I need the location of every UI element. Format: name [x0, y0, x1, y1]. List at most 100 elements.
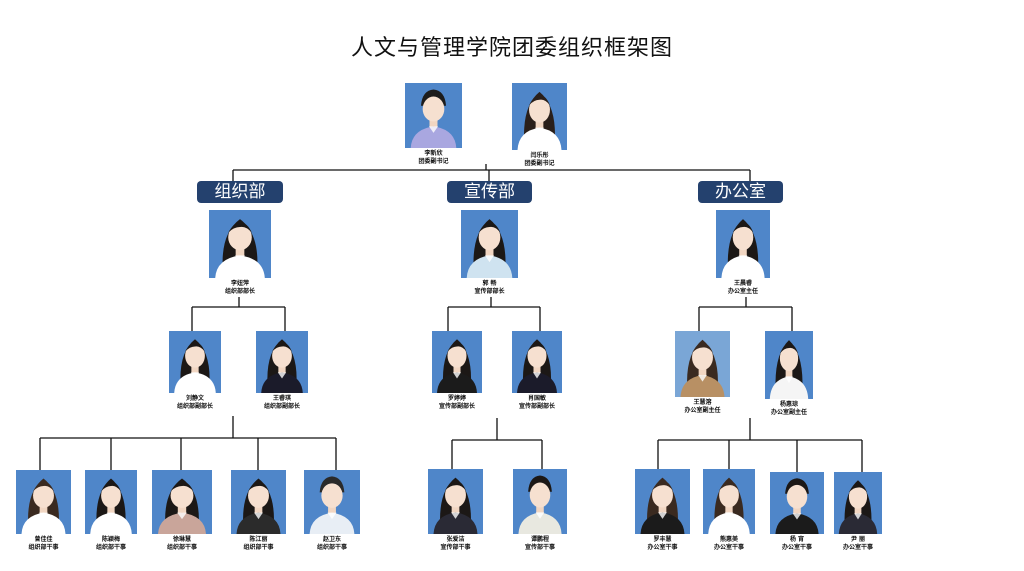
- person-name: 尹 丽: [850, 536, 866, 543]
- portrait-photo: [405, 83, 462, 148]
- person-name: 张爱洁: [446, 536, 465, 543]
- portrait-photo: [461, 210, 518, 278]
- person-role: 组织部部长: [224, 288, 255, 295]
- person-role: 办公室干事: [647, 544, 678, 551]
- person-caption: 尹 丽办公室干事: [814, 536, 902, 552]
- person-caption: 肖国敏宣传部副部长: [492, 395, 582, 411]
- portrait-photo: [834, 472, 882, 534]
- person-caption: 张爱洁宣传部干事: [408, 536, 503, 552]
- person-role: 宣传部部长: [474, 288, 505, 295]
- person-name: 李妞萍: [230, 280, 249, 287]
- person-name: 刘静文: [185, 395, 204, 402]
- person-name: 陈江丽: [249, 536, 268, 543]
- portrait-photo: [716, 210, 770, 278]
- person-role: 团委副书记: [524, 160, 555, 167]
- portrait-photo: [85, 470, 137, 534]
- person-name: 王慧溶: [693, 399, 712, 406]
- person-name: 陈颖梅: [101, 536, 120, 543]
- person-role: 办公室干事: [781, 544, 812, 551]
- person-caption: 李妞萍组织部部长: [189, 280, 291, 296]
- portrait-photo: [513, 469, 567, 534]
- department-label-2: 宣传部: [447, 181, 532, 203]
- person-role: 组织部干事: [166, 544, 197, 551]
- person-name: 杨 宵: [789, 536, 805, 543]
- person-caption: 陈颖梅组织部干事: [65, 536, 157, 552]
- person-name: 王睿琪: [272, 395, 291, 402]
- person-name: 李新欣: [424, 150, 443, 157]
- department-label-1: 组织部: [197, 181, 283, 203]
- person-caption: 闫乐彤团委副书记: [492, 152, 587, 168]
- person-role: 办公室干事: [842, 544, 873, 551]
- connector-zuzhi-vice: [191, 297, 286, 331]
- person-caption: 赵卫东组织部干事: [284, 536, 380, 552]
- person-caption: 王慧溶办公室副主任: [655, 399, 750, 415]
- person-role: 办公室副主任: [684, 407, 721, 414]
- person-name: 罗婷婷: [447, 395, 466, 402]
- portrait-photo: [256, 331, 308, 393]
- person-caption: 郭 畅宣传部部长: [441, 280, 538, 296]
- person-role: 办公室副主任: [770, 409, 807, 416]
- person-name: 赵卫东: [322, 536, 341, 543]
- person-role: 组织部副部长: [263, 403, 300, 410]
- portrait-photo: [428, 469, 483, 534]
- person-caption: 罗婷婷宣传部副部长: [412, 395, 502, 411]
- department-label-3: 办公室: [698, 181, 783, 203]
- portrait-photo: [770, 472, 824, 534]
- person-name: 曾佳佳: [34, 536, 53, 543]
- portrait-photo: [152, 470, 212, 534]
- person-name: 熊惠美: [719, 536, 738, 543]
- person-name: 郭 畅: [482, 280, 497, 287]
- portrait-photo: [169, 331, 221, 393]
- connector-xuanchuan-staff: [451, 418, 543, 469]
- portrait-photo: [209, 210, 271, 278]
- connector-zuzhi-staff: [39, 416, 337, 470]
- person-caption: 谭鹏程宣传部干事: [493, 536, 587, 552]
- portrait-photo: [765, 331, 813, 399]
- connector-xuanchuan-vice: [447, 297, 541, 331]
- person-role: 组织部干事: [243, 544, 274, 551]
- connector-office-staff: [657, 418, 863, 472]
- portrait-photo: [512, 331, 562, 393]
- portrait-photo: [16, 470, 71, 534]
- person-caption: 徐琳慧组织部干事: [132, 536, 232, 552]
- person-caption: 李新欣团委副书记: [385, 150, 482, 166]
- person-caption: 杨 宵办公室干事: [750, 536, 844, 552]
- person-caption: 曾佳佳组织部干事: [0, 536, 91, 552]
- person-caption: 杨惠琼办公室副主任: [745, 401, 833, 417]
- person-role: 组织部干事: [316, 544, 347, 551]
- person-name: 罗丰慧: [653, 536, 672, 543]
- connector-top: [232, 164, 751, 183]
- portrait-photo: [432, 331, 482, 393]
- person-name: 肖国敏: [527, 395, 546, 402]
- person-role: 宣传部干事: [440, 544, 471, 551]
- person-role: 组织部副部长: [176, 403, 213, 410]
- person-role: 办公室主任: [727, 288, 758, 295]
- portrait-photo: [304, 470, 360, 534]
- person-role: 组织部干事: [95, 544, 126, 551]
- person-role: 宣传部副部长: [438, 403, 475, 410]
- person-name: 闫乐彤: [530, 152, 549, 159]
- chart-title: 人文与管理学院团委组织框架图: [350, 36, 673, 61]
- portrait-photo: [675, 331, 730, 397]
- portrait-photo: [231, 470, 286, 534]
- person-role: 团委副书记: [418, 158, 449, 165]
- person-role: 组织部干事: [28, 544, 59, 551]
- person-caption: 刘静文组织部副部长: [149, 395, 241, 411]
- person-name: 谭鹏程: [530, 536, 549, 543]
- person-role: 办公室干事: [713, 544, 744, 551]
- person-caption: 陈江丽组织部干事: [211, 536, 306, 552]
- person-caption: 王晨睿办公室主任: [696, 280, 790, 296]
- person-role: 宣传部副部长: [518, 403, 555, 410]
- person-role: 宣传部干事: [524, 544, 555, 551]
- person-caption: 熊惠美办公室干事: [683, 536, 775, 552]
- portrait-photo: [635, 469, 690, 534]
- person-caption: 王睿琪组织部副部长: [236, 395, 328, 411]
- portrait-photo: [703, 469, 755, 534]
- portrait-photo: [512, 83, 567, 150]
- connector-office-vice: [698, 297, 793, 331]
- person-caption: 罗丰慧办公室干事: [615, 536, 710, 552]
- person-name: 王晨睿: [733, 280, 752, 287]
- person-name: 徐琳慧: [172, 536, 191, 543]
- person-name: 杨惠琼: [779, 401, 798, 408]
